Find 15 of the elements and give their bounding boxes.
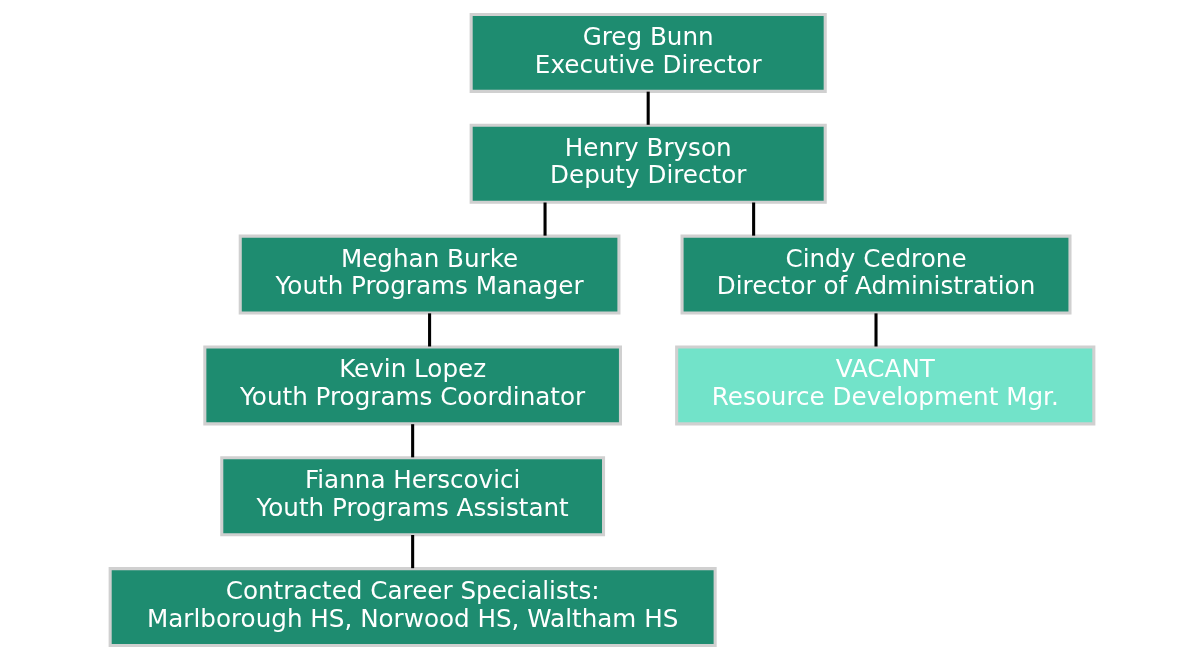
connector <box>751 202 755 236</box>
node-box: Contracted Career Specialists: Marlborough HS, Norwood HS, Waltham HS <box>108 567 717 648</box>
connector <box>543 202 547 236</box>
node-box: Greg Bunn Executive Director <box>469 12 827 93</box>
connector <box>874 313 878 347</box>
connector <box>410 424 414 458</box>
node-box: Cindy Cedrone Director of Administration <box>680 234 1071 315</box>
connector <box>410 535 414 569</box>
node-box: VACANT Resource Development Mgr. <box>674 345 1095 426</box>
connector <box>646 91 650 125</box>
connector <box>427 313 431 347</box>
node-box: Meghan Burke Youth Programs Manager <box>238 234 620 315</box>
node-box: Fianna Herscovici Youth Programs Assistant <box>219 456 605 537</box>
node-box: Henry Bryson Deputy Director <box>469 123 827 204</box>
node-box: Kevin Lopez Youth Programs Coordinator <box>202 345 622 426</box>
